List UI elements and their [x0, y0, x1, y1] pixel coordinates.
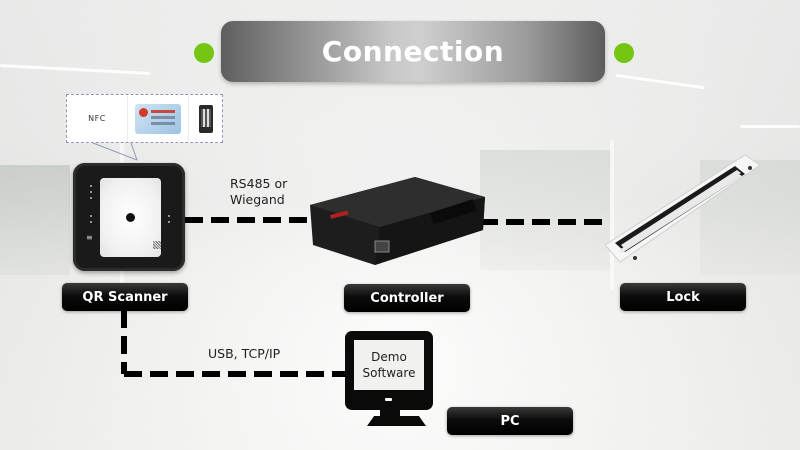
- nfc-label: NFC: [88, 114, 106, 123]
- power-led: [385, 398, 392, 401]
- phone-qr-icon: [189, 95, 222, 142]
- ceiling-light: [740, 125, 800, 128]
- controller-label: Controller: [344, 284, 470, 312]
- camera-lens-icon: [126, 213, 135, 222]
- monitor-stand-base: [367, 416, 426, 426]
- status-led: [90, 185, 92, 187]
- monitor-stand-neck: [380, 409, 400, 418]
- qr-code-icon: [153, 241, 161, 249]
- status-led: [168, 215, 170, 217]
- status-led: [90, 221, 92, 223]
- qr-scanner-label: QR Scanner: [62, 283, 188, 311]
- title-banner: Connection: [221, 21, 605, 82]
- screen-text-line1: Demo: [371, 350, 407, 364]
- connection-label-line2: Wiegand: [230, 192, 285, 207]
- wireless-nfc-icon: ≡: [86, 233, 93, 242]
- scan-window: [100, 178, 161, 257]
- lock-label-text: Lock: [666, 289, 700, 305]
- controller-label-text: Controller: [370, 290, 444, 306]
- status-led: [90, 215, 92, 217]
- magnetic-lock-device: [604, 154, 761, 263]
- screen-text-line2: Software: [362, 366, 416, 380]
- nfc-card-icon: NFC: [67, 95, 128, 142]
- callout-tail: [92, 142, 138, 161]
- page-title: Connection: [321, 35, 505, 68]
- status-led: [90, 197, 92, 199]
- title-left-dot: [194, 43, 214, 63]
- qr-scanner-label-text: QR Scanner: [82, 289, 168, 305]
- id-card-icon: [128, 95, 189, 142]
- lock-label: Lock: [620, 283, 746, 311]
- id-card-image: [135, 103, 181, 134]
- glass-wall-frame: [610, 140, 614, 290]
- connection-label-line1: RS485 or: [230, 176, 288, 191]
- title-right-dot: [614, 43, 634, 63]
- window-view: [480, 150, 610, 270]
- pc-label-text: PC: [500, 413, 520, 429]
- qr-scanner-device: ≡: [73, 163, 185, 271]
- window-view: [0, 165, 70, 275]
- connection-label: USB, TCP/IP: [208, 346, 281, 361]
- status-led: [90, 191, 92, 193]
- phone-image: [198, 104, 213, 133]
- usb-tcpip-label: USB, TCP/IP: [208, 346, 280, 362]
- rs485-wiegand-label: RS485 or Wiegand: [230, 176, 287, 208]
- access-controller-device: [310, 177, 485, 265]
- status-led: [168, 221, 170, 223]
- monitor-screen: Demo Software: [354, 340, 424, 390]
- pc-label: PC: [447, 407, 573, 435]
- credential-types-callout: NFC: [66, 94, 223, 143]
- callout-tail: [130, 142, 138, 161]
- pc-monitor-icon: Demo Software: [345, 331, 433, 410]
